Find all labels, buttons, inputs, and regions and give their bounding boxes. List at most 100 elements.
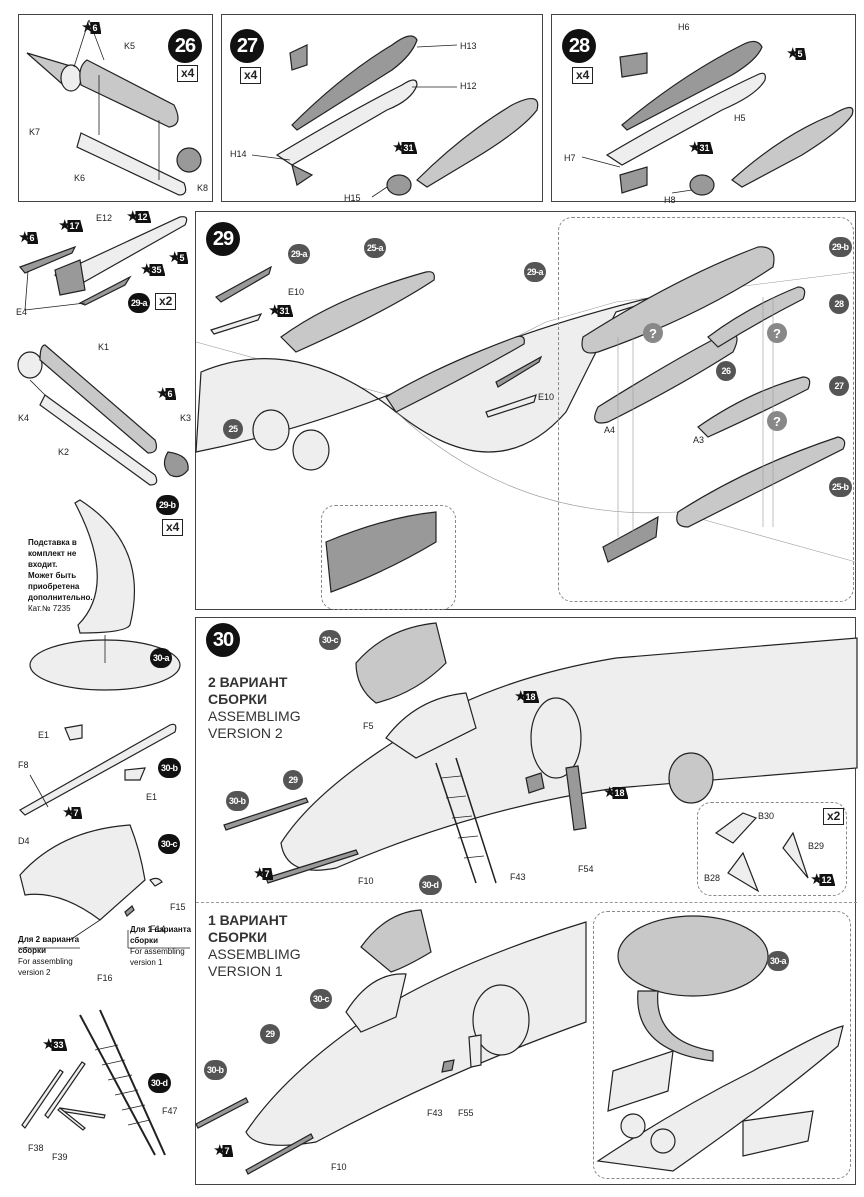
- part-label-f54: F54: [578, 864, 594, 874]
- paint-ref-badge: ★18: [514, 689, 540, 704]
- part-label-e4: E4: [16, 307, 28, 317]
- part-label-k7: K7: [29, 127, 41, 137]
- callout-25: 25: [223, 419, 243, 439]
- part-label-e1: E1: [38, 730, 50, 740]
- boarding-ladder-illustration: [21, 1009, 166, 1156]
- version-2-note: Для 2 варианта сборки For assembling ver…: [18, 935, 80, 977]
- quantity-multiplier: x2: [155, 293, 177, 310]
- paint-ref-badge: ★31: [392, 140, 418, 155]
- callout-26: 26: [716, 361, 736, 381]
- rocket-pod-parts-illustration: [581, 40, 854, 196]
- display-stand-illustration: [29, 499, 181, 691]
- part-label-e10: E10: [538, 392, 555, 402]
- paint-ref-badge: ★6: [81, 20, 102, 35]
- callout-30b: 30-b: [204, 1060, 227, 1080]
- part-label-f16: F16: [97, 973, 113, 983]
- part-label-f10: F10: [331, 1162, 347, 1172]
- part-label-f39: F39: [52, 1152, 68, 1162]
- missile-parts-illustration: [18, 216, 188, 311]
- part-label-f15: F15: [170, 902, 186, 912]
- step-26-panel: 26 x4 ★6 K5 K7 K6 K8: [18, 14, 213, 202]
- callout-30c: 30-c: [310, 989, 333, 1009]
- callout-30a: 30-a: [767, 951, 790, 971]
- version-2-cockpit-illustration: [223, 622, 858, 884]
- pylon-detail-inset: [321, 505, 456, 610]
- part-label-k4: K4: [18, 413, 30, 423]
- pitot-probe-illustration: [19, 723, 177, 816]
- paint-ref-badge: ★7: [253, 866, 274, 881]
- part-label-h5: H5: [734, 113, 746, 123]
- paint-ref-badge: ★6: [18, 230, 39, 245]
- callout-29: 29: [260, 1024, 280, 1044]
- part-label-e1: E1: [146, 792, 158, 802]
- part-label-h13: H13: [460, 41, 477, 51]
- callout-29b: 29-b: [829, 237, 852, 257]
- subassembly-30d: ★33 F47 F38 F39 30-d: [0, 1009, 195, 1197]
- paint-ref-badge: ★7: [213, 1143, 234, 1158]
- version-1-title: 1 ВАРИАНТ СБОРКИ ASSEMBLIMG VERSION 1: [208, 912, 301, 979]
- subassembly-30b: E1 F8 E1 ★7 30-b: [0, 710, 195, 820]
- subassembly-label: 30-a: [150, 648, 173, 668]
- part-label-b29: B29: [808, 841, 825, 851]
- stores-options-illustration: [581, 246, 846, 563]
- aircraft-underside-stores-illustration: [195, 265, 857, 593]
- canopy-illustration: [18, 824, 190, 949]
- subassembly-label: 30-b: [158, 758, 181, 778]
- part-label-k2: K2: [58, 447, 70, 457]
- part-label-h14: H14: [230, 149, 247, 159]
- callout-30b: 30-b: [226, 791, 249, 811]
- paint-ref-badge: ★5: [786, 46, 807, 61]
- part-label-f43: F43: [427, 1108, 443, 1118]
- version-divider: [196, 902, 857, 903]
- step-number: 29: [206, 222, 240, 256]
- callout-30c: 30-c: [319, 630, 342, 650]
- callout-29: 29: [283, 770, 303, 790]
- callout-28: 28: [829, 294, 849, 314]
- step-30-panel: 30 2 ВАРИАНТ СБОРКИ ASSEMBLIMG VERSION 2…: [195, 617, 858, 1185]
- callout-27: 27: [829, 376, 849, 396]
- version-2-title: 2 ВАРИАНТ СБОРКИ ASSEMBLIMG VERSION 2: [208, 674, 301, 741]
- part-label-h12: H12: [460, 81, 477, 91]
- part-label-k8: K8: [197, 183, 209, 193]
- part-label-d4: D4: [18, 836, 30, 846]
- part-label-k5: K5: [124, 41, 136, 51]
- paint-ref-badge: ★12: [810, 872, 836, 887]
- stand-mount-inset: [593, 911, 851, 1179]
- part-label-e12: E12: [96, 213, 113, 223]
- rocket-pod-tube-illustration: [17, 344, 189, 486]
- callout-25a: 25-a: [364, 238, 387, 258]
- callout-29a: 29-a: [524, 262, 547, 282]
- callout-25b: 25-b: [829, 477, 852, 497]
- part-label-f10: F10: [358, 876, 374, 886]
- part-label-b30: B30: [758, 811, 775, 821]
- stand-not-included-note: Подставка в комплект не входит. Может бы…: [28, 538, 93, 613]
- part-label-f47: F47: [162, 1106, 178, 1116]
- paint-ref-badge: ★31: [688, 140, 714, 155]
- step-29-panel: 29 29-a 25-a 29-a 25 29-b 28 26 27 25-b …: [195, 211, 857, 610]
- quantity-multiplier: x4: [240, 67, 262, 84]
- quantity-multiplier: x4: [177, 65, 199, 82]
- option-question-mark: ?: [767, 411, 787, 431]
- step-number: 27: [230, 29, 264, 63]
- part-label-f14: F14: [150, 924, 166, 934]
- part-label-h15: H15: [344, 193, 361, 203]
- option-question-mark: ?: [643, 323, 663, 343]
- part-label-h8: H8: [664, 195, 676, 205]
- part-label-k1: K1: [98, 342, 110, 352]
- quantity-multiplier: x2: [823, 808, 845, 825]
- paint-ref-badge: ★17: [58, 218, 84, 233]
- step-number: 26: [168, 29, 202, 63]
- part-label-f38: F38: [28, 1143, 44, 1153]
- drop-tank-parts-illustration: [26, 19, 202, 196]
- part-label-h6: H6: [678, 22, 690, 32]
- quantity-multiplier: x4: [162, 519, 184, 536]
- callout-29a: 29-a: [288, 244, 311, 264]
- option-question-mark: ?: [767, 323, 787, 343]
- wheel-chock-parts-illustration: [714, 812, 809, 893]
- paint-ref-badge: ★6: [156, 386, 177, 401]
- subassembly-29b: K1 K4 K3 K2 ★6 29-b x4: [0, 335, 195, 536]
- part-label-f43: F43: [510, 872, 526, 882]
- part-label-h7: H7: [564, 153, 576, 163]
- paint-ref-badge: ★12: [126, 209, 152, 224]
- version-1-note: Для 1 варианта сборки For assembling ver…: [130, 925, 192, 967]
